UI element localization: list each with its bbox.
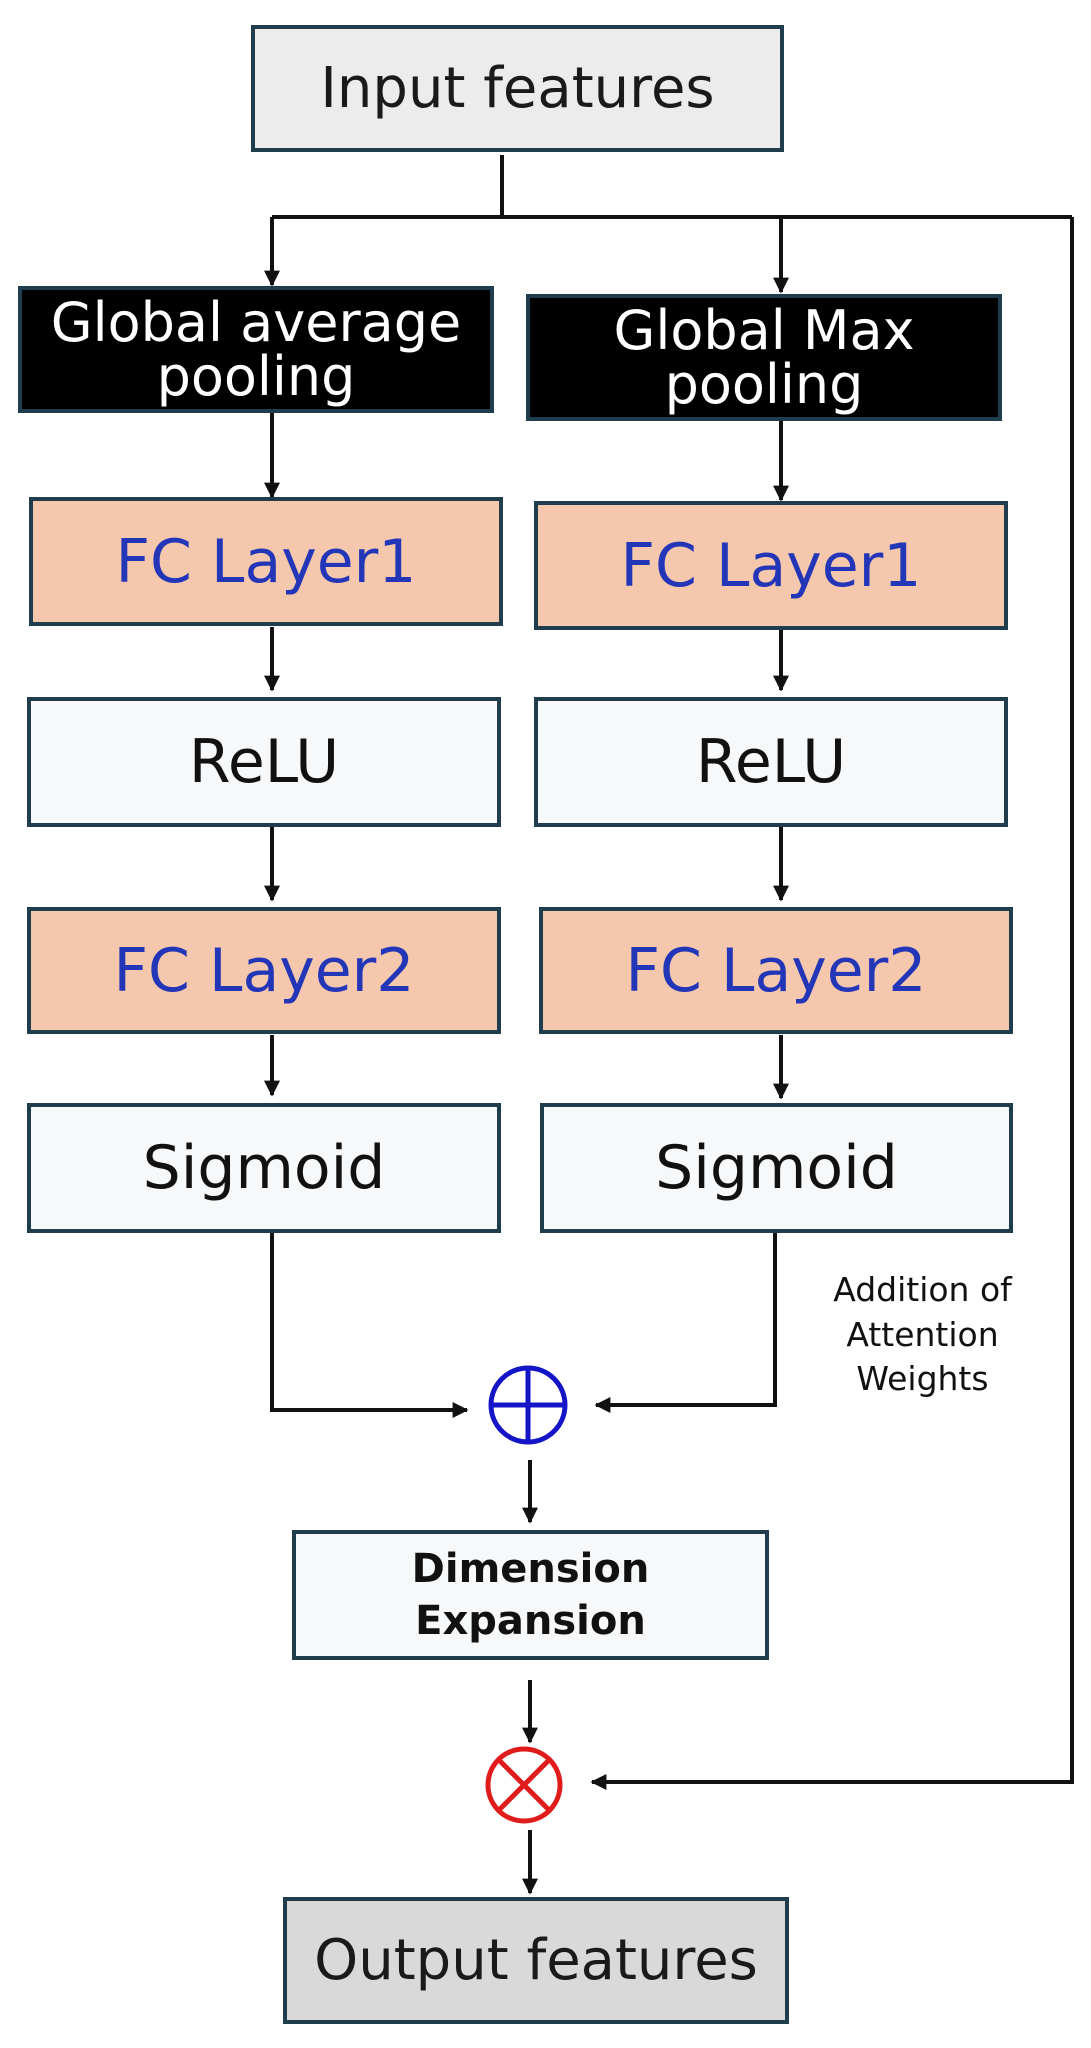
- add-operator-icon: [488, 1365, 568, 1445]
- dimension-expansion-box: Dimension Expansion: [292, 1530, 769, 1660]
- input-features-box: Input features: [251, 25, 784, 152]
- global-max-pooling-box: Global Max pooling: [526, 294, 1002, 421]
- arrow-right-sigmoid-to-add: [594, 1233, 777, 1413]
- left-sigmoid-box: Sigmoid: [27, 1103, 501, 1233]
- right-sigmoid-label: Sigmoid: [655, 1133, 898, 1203]
- global-average-pooling-label-line1: Global average: [50, 290, 462, 354]
- left-fc-layer1-box: FC Layer1: [29, 497, 503, 626]
- left-fc-layer2-label: FC Layer2: [113, 935, 415, 1006]
- output-features-label: Output features: [314, 1927, 758, 1993]
- left-fc-layer2-box: FC Layer2: [27, 907, 501, 1034]
- annotation-line1: Addition of: [833, 1270, 1012, 1309]
- right-fc-layer1-label: FC Layer1: [620, 530, 922, 601]
- input-features-label: Input features: [320, 55, 715, 121]
- attention-weights-annotation: Addition of Attention Weights: [800, 1268, 1045, 1402]
- left-relu-label: ReLU: [188, 727, 340, 797]
- global-average-pooling-box: Global average pooling: [18, 286, 494, 413]
- skip-connection-line: [590, 217, 1074, 1790]
- left-fc-layer1-label: FC Layer1: [115, 526, 417, 597]
- global-average-pooling-label-line2: pooling: [156, 344, 356, 408]
- right-fc-layer2-box: FC Layer2: [539, 907, 1013, 1034]
- right-fc-layer1-box: FC Layer1: [534, 501, 1008, 630]
- dimension-expansion-label-line1: Dimension: [411, 1546, 650, 1592]
- annotation-line3: Weights: [856, 1359, 989, 1399]
- annotation-line2: Attention: [846, 1314, 999, 1354]
- multiply-operator-icon: [485, 1746, 563, 1824]
- global-max-pooling-label-line1: Global Max: [613, 298, 915, 362]
- arrow-left-sigmoid-to-add: [270, 1233, 469, 1418]
- global-max-pooling-label-line2: pooling: [664, 352, 864, 416]
- right-sigmoid-box: Sigmoid: [540, 1103, 1013, 1233]
- output-features-box: Output features: [283, 1897, 789, 2024]
- right-relu-label: ReLU: [695, 727, 847, 797]
- right-fc-layer2-label: FC Layer2: [625, 935, 927, 1006]
- right-relu-box: ReLU: [534, 697, 1008, 827]
- dimension-expansion-label-line2: Expansion: [415, 1598, 646, 1644]
- left-relu-box: ReLU: [27, 697, 501, 827]
- left-sigmoid-label: Sigmoid: [142, 1133, 386, 1203]
